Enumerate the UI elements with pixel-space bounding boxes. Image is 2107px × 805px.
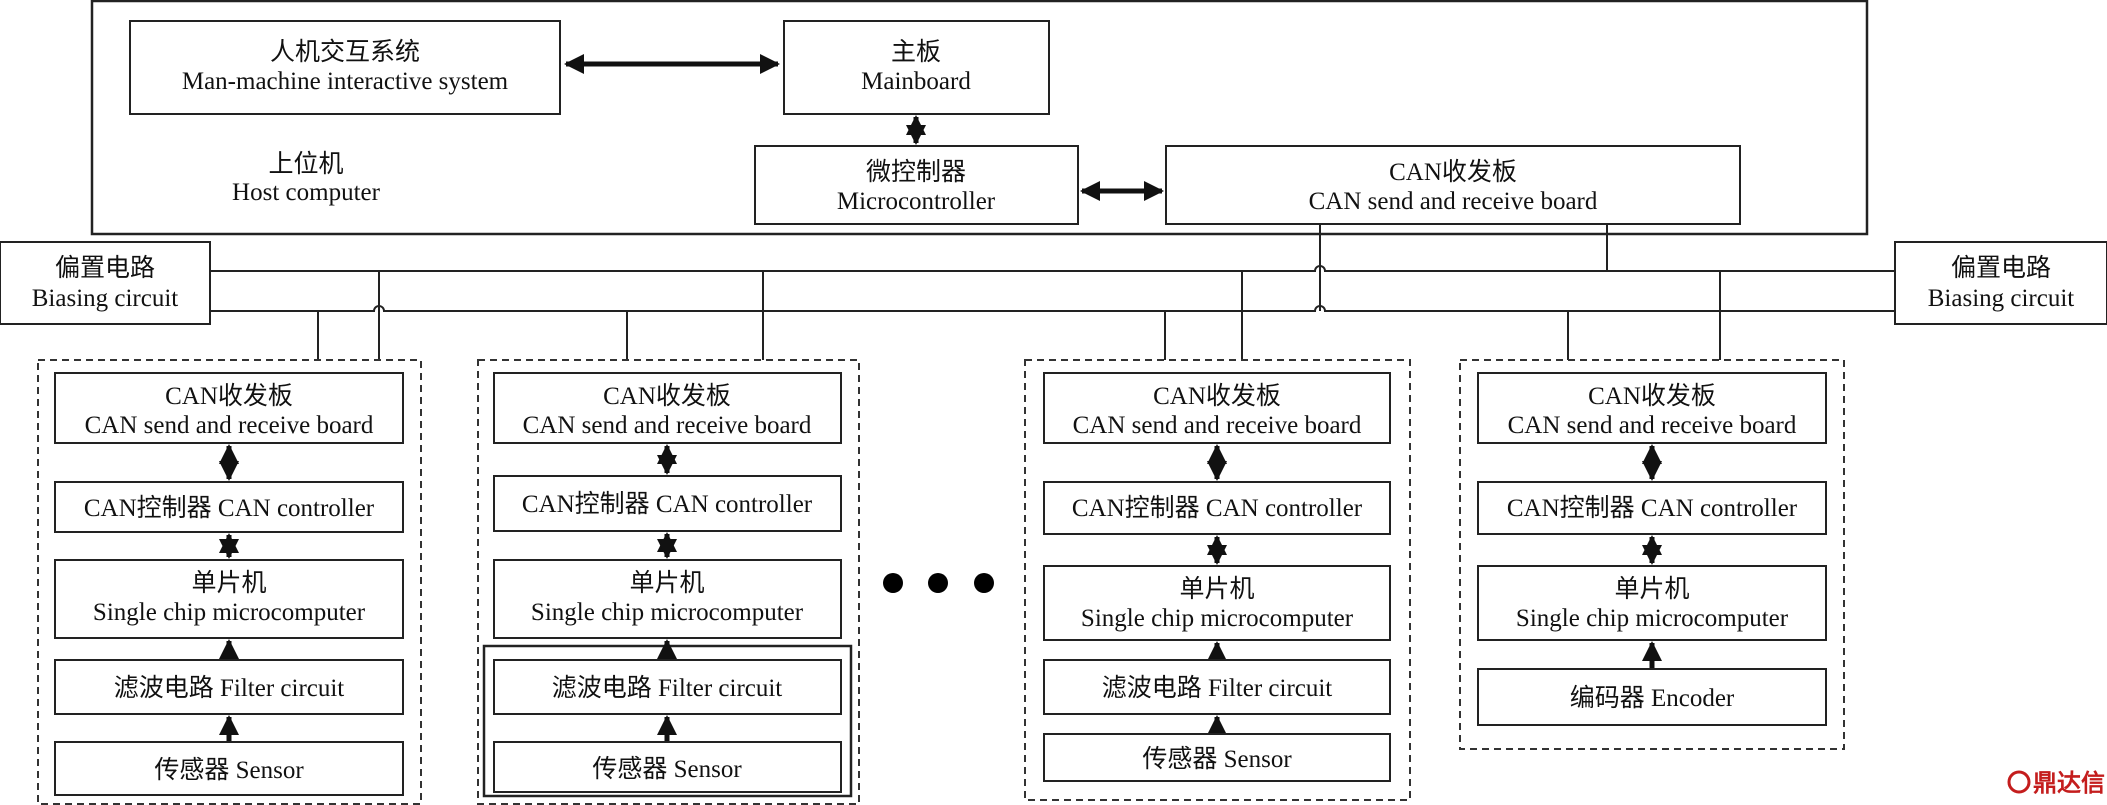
scm-label-cn: 单片机 <box>629 569 704 597</box>
sensor-label: 传感器 Sensor <box>1142 745 1292 773</box>
sensor-label: 传感器 Sensor <box>592 755 742 783</box>
can-controller-box <box>1043 481 1391 535</box>
scm-label-cn: 单片机 <box>1179 575 1254 603</box>
can-board-box <box>493 372 842 444</box>
mainboard-box <box>783 20 1050 115</box>
bias-right-box <box>1894 241 2107 325</box>
bias-left-box <box>0 241 211 325</box>
can-board-label-en: CAN send and receive board <box>1508 412 1797 439</box>
sensor-label: 传感器 Sensor <box>154 756 304 784</box>
bias-left-label-en: Biasing circuit <box>32 285 179 312</box>
node-3: CAN收发板 CAN send and receive board CAN控制器… <box>1024 359 1411 801</box>
can-controller-label: CAN控制器 CAN controller <box>1072 494 1363 522</box>
node-frame <box>1459 359 1845 750</box>
can-board-box <box>54 372 404 444</box>
mainboard-label-en: Mainboard <box>861 68 971 95</box>
encoder-box <box>1477 668 1827 726</box>
hmi-label-cn: 人机交互系统 <box>270 38 420 66</box>
node-1: CAN收发板 CAN send and receive board CAN控制器… <box>37 359 422 805</box>
scm-box <box>1043 565 1391 641</box>
bias-left-label-cn: 偏置电路 <box>55 254 155 282</box>
can-board-label-cn: CAN收发板 <box>603 382 731 410</box>
node-2: CAN收发板 CAN send and receive board CAN控制器… <box>477 359 860 805</box>
encoder-label: 编码器 Encoder <box>1570 684 1735 712</box>
scm-label-en: Single chip microcomputer <box>1081 605 1354 632</box>
watermark: 鼎达信 <box>2007 769 2105 797</box>
scm-box <box>493 559 842 639</box>
logo-circle-icon <box>2007 770 2031 794</box>
node-frame <box>477 359 860 805</box>
mcu-label-en: Microcontroller <box>837 188 996 215</box>
bias-right-label-en: Biasing circuit <box>1928 285 2075 312</box>
can-controller-label: CAN控制器 CAN controller <box>522 490 813 518</box>
can-board-label-en: CAN send and receive board <box>1073 412 1362 439</box>
ellipsis-dot <box>883 573 903 593</box>
filter-box <box>1043 659 1391 715</box>
can-board-label-en: CAN send and receive board <box>85 412 374 439</box>
filter-box <box>54 659 404 715</box>
host-label-cn: 上位机 <box>268 150 343 178</box>
can-controller-box <box>1477 481 1827 535</box>
hmi-box <box>129 20 561 115</box>
node-frame <box>1024 359 1411 801</box>
bias-right-label-cn: 偏置电路 <box>1951 254 2051 282</box>
host-can-board-label-en: CAN send and receive board <box>1309 188 1598 215</box>
sensor-box <box>493 741 842 793</box>
filter-label: 滤波电路 Filter circuit <box>552 674 783 702</box>
node-frame <box>37 359 422 805</box>
mcu-box <box>754 145 1079 225</box>
can-bus-high <box>210 265 1895 272</box>
scm-label-cn: 单片机 <box>1614 575 1689 603</box>
host-can-board-label-cn: CAN收发板 <box>1389 158 1517 186</box>
ellipsis-dot <box>974 573 994 593</box>
scm-label-en: Single chip microcomputer <box>1516 605 1789 632</box>
filter-label: 滤波电路 Filter circuit <box>1102 674 1333 702</box>
host-computer-frame <box>90 0 1869 236</box>
hmi-label-en: Man-machine interactive system <box>182 68 509 95</box>
can-controller-label: CAN控制器 CAN controller <box>84 494 375 522</box>
can-board-box <box>1043 372 1391 444</box>
can-board-label-cn: CAN收发板 <box>165 382 293 410</box>
host-label-en: Host computer <box>232 179 381 206</box>
can-controller-label: CAN控制器 CAN controller <box>1507 494 1798 522</box>
scm-box <box>1477 565 1827 641</box>
watermark-text: 鼎达信 <box>2033 769 2105 797</box>
scm-label-en: Single chip microcomputer <box>531 599 804 626</box>
scm-box <box>54 559 404 639</box>
can-bus-low <box>210 305 1895 312</box>
mcu-label-cn: 微控制器 <box>866 158 966 186</box>
can-board-label-cn: CAN收发板 <box>1588 382 1716 410</box>
sensor-box <box>54 741 404 796</box>
can-controller-box <box>493 475 842 532</box>
can-board-box <box>1477 372 1827 444</box>
ellipsis-dot <box>928 573 948 593</box>
can-board-label-cn: CAN收发板 <box>1153 382 1281 410</box>
can-board-label-en: CAN send and receive board <box>523 412 812 439</box>
filter-label: 滤波电路 Filter circuit <box>114 674 345 702</box>
filter-box <box>493 659 842 715</box>
scm-label-en: Single chip microcomputer <box>93 599 366 626</box>
mainboard-label-cn: 主板 <box>891 38 941 66</box>
host-can-board-box <box>1165 145 1741 225</box>
sensor-box <box>1043 733 1391 782</box>
node-4: CAN收发板 CAN send and receive board CAN控制器… <box>1459 359 1845 750</box>
scm-label-cn: 单片机 <box>191 569 266 597</box>
can-controller-box <box>54 481 404 533</box>
